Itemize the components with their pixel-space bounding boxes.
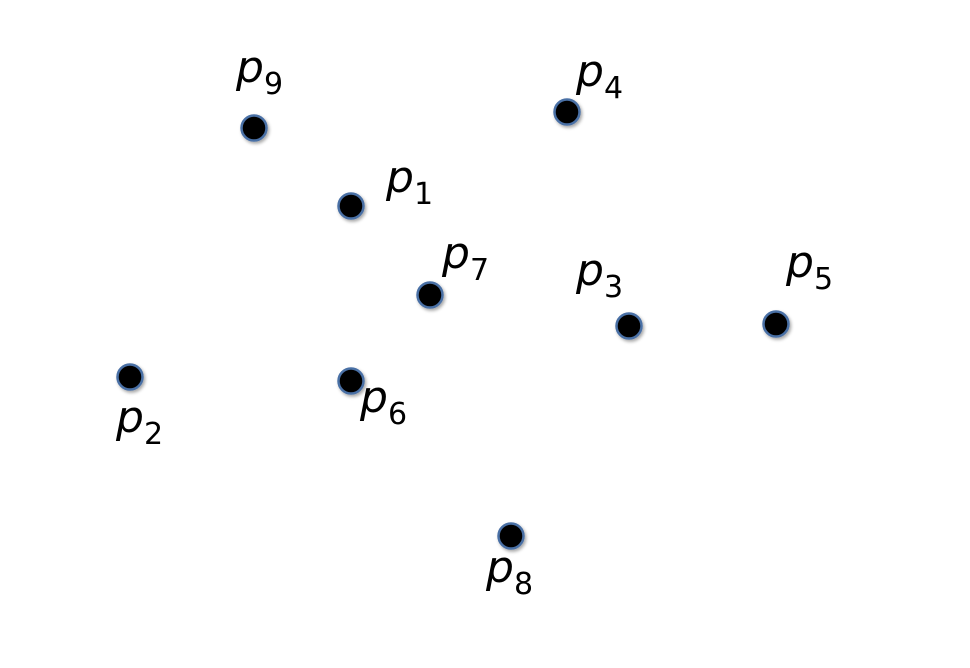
point-label-p7: p7 bbox=[441, 228, 489, 288]
point-p5: p5 bbox=[762, 237, 833, 338]
point-label-p4: p4 bbox=[575, 46, 623, 106]
point-p6: p6 bbox=[337, 367, 407, 432]
point-p8: p8 bbox=[485, 522, 533, 602]
point-p9: p9 bbox=[235, 42, 283, 142]
point-label-p8: p8 bbox=[485, 542, 533, 602]
point-p2: p2 bbox=[115, 363, 163, 452]
point-p4: p4 bbox=[553, 46, 623, 126]
point-marker-p9 bbox=[240, 114, 268, 142]
point-label-p1: p1 bbox=[385, 152, 433, 212]
point-marker-p6 bbox=[337, 367, 365, 395]
point-marker-p3 bbox=[615, 312, 643, 340]
point-marker-p1 bbox=[337, 192, 365, 220]
point-p3: p3 bbox=[575, 245, 643, 340]
point-marker-p7 bbox=[416, 281, 444, 309]
point-label-p6: p6 bbox=[359, 372, 407, 432]
point-p1: p1 bbox=[337, 152, 433, 220]
point-marker-p8 bbox=[497, 522, 525, 550]
point-marker-p5 bbox=[762, 310, 790, 338]
point-label-p3: p3 bbox=[575, 245, 623, 305]
point-label-p2: p2 bbox=[115, 392, 163, 452]
point-marker-p4 bbox=[553, 98, 581, 126]
point-marker-p2 bbox=[116, 363, 144, 391]
point-label-p5: p5 bbox=[785, 237, 833, 297]
point-label-p9: p9 bbox=[235, 42, 283, 102]
point-p7: p7 bbox=[416, 228, 489, 309]
